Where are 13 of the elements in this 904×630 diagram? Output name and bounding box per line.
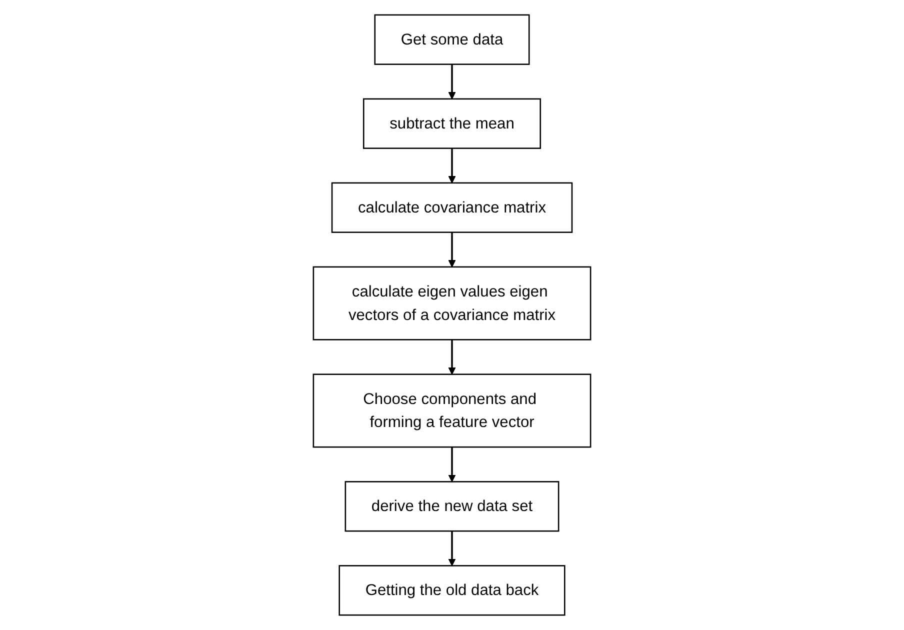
node-box: calculate covariance matrix <box>331 182 573 233</box>
arrow <box>448 64 456 100</box>
arrow <box>448 148 456 184</box>
arrow <box>448 447 456 482</box>
node-box: calculate eigen values eigen vectors of a covariance matrix <box>312 266 592 340</box>
node-box: Choose components and forming a feature vector <box>312 374 592 448</box>
node-box: Get some data <box>374 14 530 65</box>
arrow <box>448 531 456 566</box>
node-box: Getting the old data back <box>338 565 566 616</box>
node-box: subtract the mean <box>362 98 542 149</box>
arrow <box>448 340 456 375</box>
arrow <box>448 232 456 268</box>
node-box: derive the new data set <box>344 481 560 532</box>
